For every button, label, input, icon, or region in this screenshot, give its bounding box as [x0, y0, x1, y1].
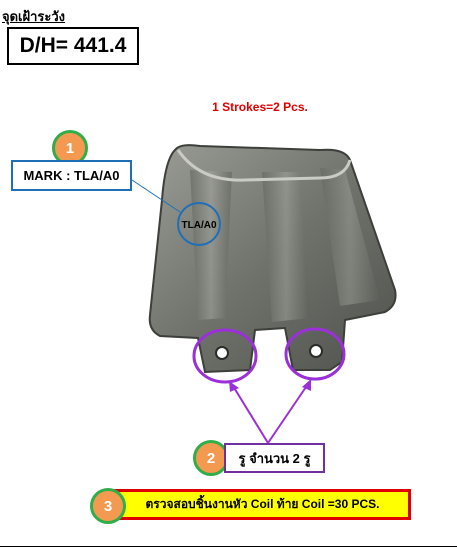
- callout-badge-3: 3: [90, 488, 126, 524]
- die-height-box: D/H= 441.4: [7, 27, 139, 65]
- page-heading: จุดเฝ้าระวัง: [2, 9, 66, 24]
- hole-arrow-left: [232, 385, 269, 444]
- bracket-ridge-middle: [262, 172, 310, 322]
- part-mark-text: TLA/A0: [182, 220, 217, 231]
- bracket-ridge-right: [320, 168, 380, 306]
- mark-label: MARK : TLA/A0: [11, 160, 132, 191]
- hole-highlight-right: [284, 327, 346, 381]
- bracket-top-flange: [176, 149, 352, 182]
- hole-arrowhead-left: [229, 381, 239, 392]
- hole-count-label: รู จำนวน 2 รู: [224, 443, 325, 473]
- hole-arrowhead-right: [302, 379, 311, 391]
- bottom-divider: [0, 546, 457, 547]
- mark-location-circle: [177, 202, 221, 246]
- hole-arrow-right: [267, 383, 309, 444]
- mark-leader-line: [131, 179, 181, 213]
- coil-inspection-note: ตรวจสอบชิ้นงานหัว Coil ท้าย Coil =30 PCS…: [114, 489, 411, 520]
- strokes-note: 1 Strokes=2 Pcs.: [212, 100, 308, 114]
- mounting-hole-left: [215, 346, 229, 360]
- hole-highlight-left: [192, 328, 258, 384]
- callout-badge-2: 2: [193, 440, 229, 476]
- mounting-hole-right: [309, 344, 323, 358]
- bracket-ridge-left: [190, 170, 232, 320]
